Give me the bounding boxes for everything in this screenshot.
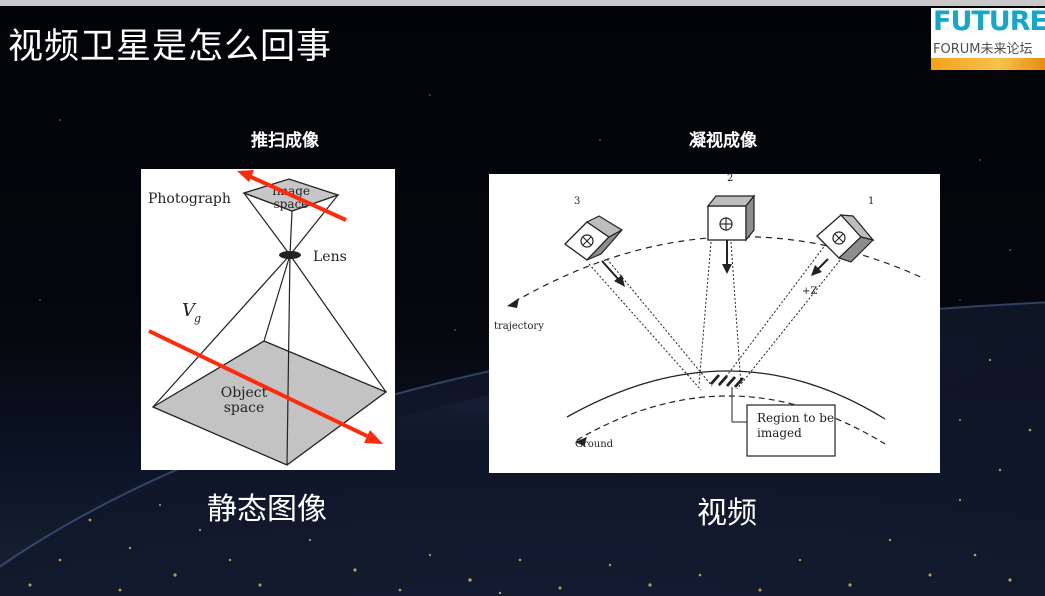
- staring-diagram: 3 2 1 +Z trajectory Ground Region to be …: [494, 173, 926, 457]
- region-label-line-1: Region to be: [757, 411, 834, 425]
- ray-line: [289, 194, 339, 256]
- lens-label: Lens: [313, 249, 347, 265]
- future-forum-logo: FUTURE FORUM未来论坛: [931, 8, 1045, 70]
- ray-line: [286, 254, 291, 466]
- trajectory-label: trajectory: [494, 321, 544, 332]
- photograph-label: Photograph: [148, 191, 231, 207]
- satellite-3-number: 3: [574, 196, 580, 207]
- trajectory-arrowhead: [507, 298, 519, 308]
- imaged-region-marks: [709, 374, 745, 388]
- satellite-1-number: 1: [868, 196, 874, 207]
- pushbroom-diagram-panel: Photograph Image space Lens V g Object s…: [141, 169, 395, 470]
- scan-arrow-top-head: [237, 170, 254, 182]
- scan-arrow-bottom-head: [364, 430, 383, 444]
- scan-arrow-top: [250, 175, 347, 222]
- logo-bottom-text: FORUM未来论坛: [933, 42, 1033, 57]
- image-space-label-1: Image: [272, 184, 310, 198]
- velocity-label: V: [182, 300, 197, 321]
- top-bar: [0, 0, 1045, 6]
- video-label: 视频: [697, 496, 757, 531]
- ray-line: [289, 254, 387, 393]
- orbit-trajectory: [513, 236, 926, 303]
- logo-top-text: FUTURE: [933, 8, 1045, 37]
- ground-label: Ground: [575, 439, 614, 450]
- ground-arrowhead: [575, 437, 587, 446]
- satellite-3: [564, 215, 625, 287]
- earth-surface-arc: [566, 370, 886, 420]
- ray-line: [152, 254, 291, 408]
- static-image-label: 静态图像: [207, 492, 327, 527]
- object-space-label-1: Object: [221, 385, 268, 401]
- satellite-2: [706, 194, 756, 274]
- z-axis-label: +Z: [802, 286, 817, 297]
- satellite-2-number: 2: [727, 174, 733, 184]
- staring-diagram-panel: 3 2 1 +Z trajectory Ground Region to be …: [489, 173, 940, 473]
- ray-line: [243, 192, 291, 256]
- scan-arrow-bottom: [148, 329, 368, 438]
- region-label-line-2: imaged: [757, 426, 802, 440]
- object-space-plane: [151, 340, 388, 466]
- slide-title: 视频卫星是怎么回事: [8, 27, 333, 67]
- ground-dashed-arc: [576, 395, 886, 445]
- logo-stripe: [931, 58, 1045, 70]
- ray-line: [289, 210, 293, 256]
- pushbroom-diagram: Photograph Image space Lens V g Object s…: [148, 170, 388, 466]
- pushbroom-caption: 推扫成像: [251, 131, 319, 151]
- ray-line: [263, 254, 291, 342]
- satellite-1: [811, 214, 875, 276]
- view-rays: [588, 241, 846, 391]
- velocity-subscript: g: [194, 312, 201, 325]
- object-space-label-2: space: [224, 400, 265, 416]
- staring-caption: 凝视成像: [689, 131, 757, 151]
- region-label-box: [746, 404, 836, 457]
